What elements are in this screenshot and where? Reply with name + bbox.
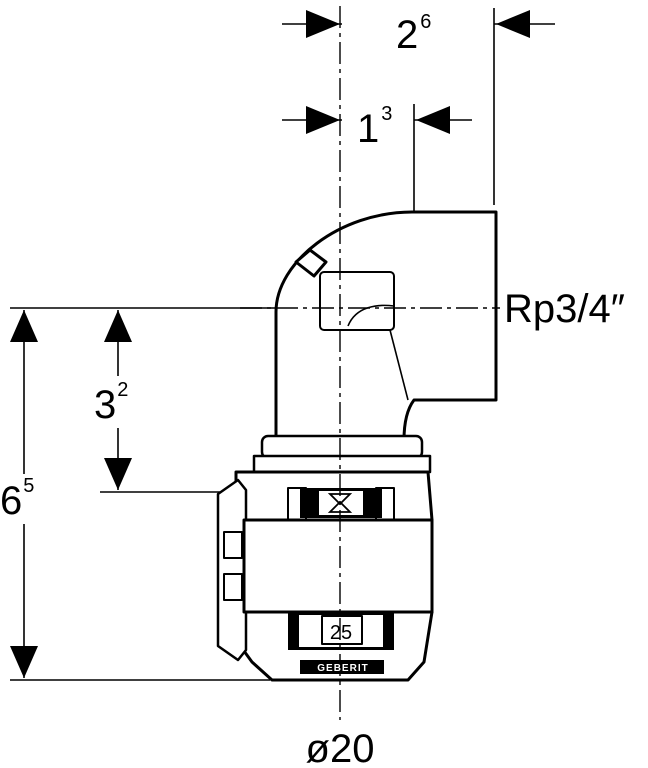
dimension-top-outer-value: 2: [396, 13, 418, 57]
diameter-label: ø20: [306, 727, 375, 768]
dimension-top-inner-superscript: 3: [381, 103, 392, 125]
dimension-left-inner-value: 3: [94, 383, 116, 427]
brand-logo-text: GEBERIT: [317, 663, 368, 674]
dimension-left-inner-superscript: 2: [117, 379, 128, 401]
dimension-left-outer-value: 6: [0, 479, 22, 523]
svg-text:32: 32: [94, 379, 128, 427]
dimension-left-outer-superscript: 5: [23, 475, 34, 497]
elbow-body: [274, 210, 498, 442]
dimension-top-outer-superscript: 6: [420, 11, 431, 33]
dimension-left-inner: 32: [88, 310, 340, 493]
svg-text:65: 65: [0, 475, 34, 523]
thread-label: Rp3/4″: [504, 287, 625, 331]
dimension-left-outer: 65: [0, 307, 340, 681]
svg-text:26: 26: [396, 11, 431, 57]
press-fitting: [216, 434, 434, 682]
size-marking: 25: [330, 622, 352, 644]
dimension-top-inner-value: 1: [357, 107, 379, 151]
svg-text:13: 13: [357, 103, 392, 151]
